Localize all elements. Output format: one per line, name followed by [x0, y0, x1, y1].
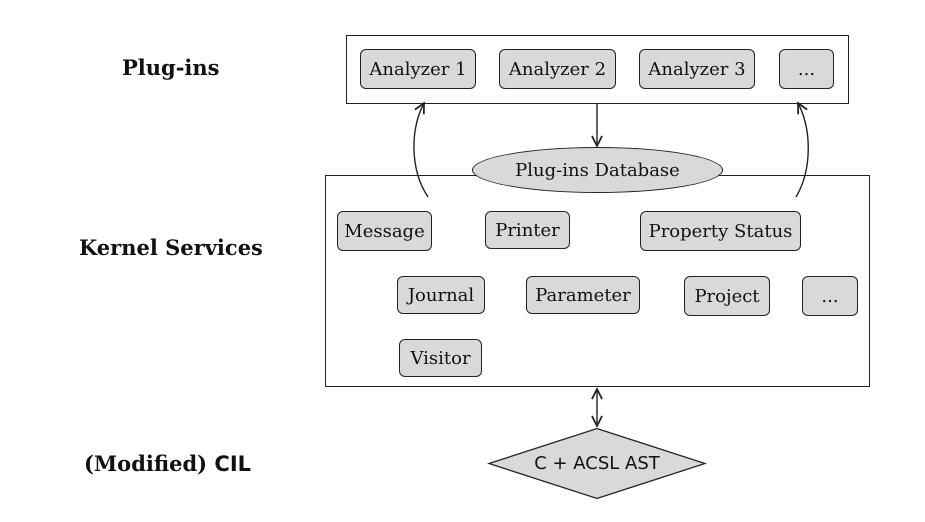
project-service-node: Project: [684, 276, 770, 316]
plugins-layer-label: Plug-ins: [122, 55, 220, 80]
journal-service-node: Journal: [397, 276, 485, 314]
analyzer-3-node: Analyzer 3: [639, 49, 755, 89]
plugins-database-node: Plug-ins Database: [472, 147, 723, 193]
cil-name: CIL: [214, 452, 252, 476]
kernel-layer-label: Kernel Services: [79, 235, 263, 260]
more-services-node: ...: [802, 276, 858, 316]
ast-node: C + ACSL AST: [486, 427, 708, 500]
property-status-service-node: Property Status: [640, 211, 801, 251]
parameter-service-node: Parameter: [526, 276, 640, 314]
ast-diamond-shape: [486, 427, 708, 500]
more-analyzers-node: ...: [779, 49, 834, 89]
visitor-service-node: Visitor: [399, 339, 482, 377]
analyzer-1-node: Analyzer 1: [360, 49, 476, 89]
ast-label: C + ACSL AST: [534, 453, 660, 474]
cil-prefix: (Modified): [84, 451, 208, 476]
cil-layer-label: (Modified) CIL: [84, 451, 251, 476]
message-service-node: Message: [337, 211, 432, 251]
analyzer-2-node: Analyzer 2: [499, 49, 616, 89]
printer-service-node: Printer: [485, 211, 570, 249]
